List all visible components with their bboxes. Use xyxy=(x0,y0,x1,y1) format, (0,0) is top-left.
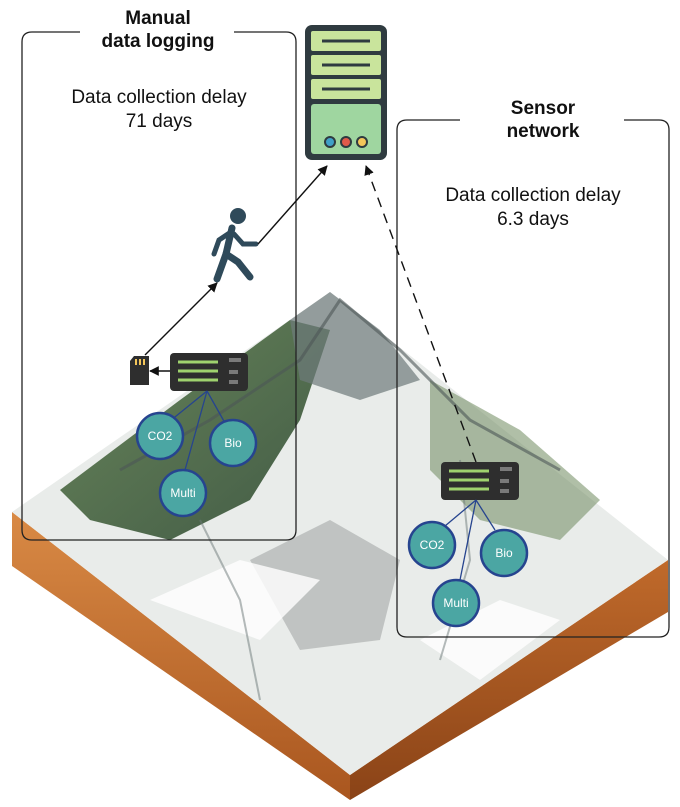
node-label: Bio xyxy=(224,436,242,450)
sensor-title-line2: network xyxy=(506,121,580,142)
manual-delay-text: Data collection delay 71 days xyxy=(22,86,296,134)
server-led-yellow xyxy=(356,136,368,148)
data-logger-right xyxy=(441,462,519,500)
data-logger-left xyxy=(170,353,248,391)
soil-right-face xyxy=(350,560,668,800)
wire-left-multi xyxy=(184,390,208,471)
server-led-red xyxy=(340,136,352,148)
sd-card-icon xyxy=(130,356,149,385)
sensor-node-right-bio: Bio xyxy=(479,528,529,578)
arrow-sensor-to-server xyxy=(364,165,477,463)
node-label: CO2 xyxy=(148,429,173,443)
walking-person-icon xyxy=(211,208,259,283)
sensor-delay-value: 6.3 days xyxy=(497,209,569,230)
wire-right-bio xyxy=(475,499,496,531)
node-label: Multi xyxy=(170,486,195,500)
soil-left-face xyxy=(12,512,350,800)
center-rock xyxy=(250,520,400,650)
node-label: Bio xyxy=(495,546,513,560)
sensor-node-left-co2: CO2 xyxy=(135,411,185,461)
wire-right-co2 xyxy=(444,499,477,527)
gully-1 xyxy=(199,519,261,701)
arrow-person-to-server xyxy=(257,165,328,245)
wire-left-bio xyxy=(206,390,226,424)
node-label: CO2 xyxy=(420,538,445,552)
manual-delay-value: 71 days xyxy=(125,111,193,132)
manual-delay-label: Data collection delay xyxy=(71,87,247,108)
sensor-node-right-multi: Multi xyxy=(431,578,481,628)
server-led-blue xyxy=(324,136,336,148)
sensor-delay-label: Data collection delay xyxy=(445,185,621,206)
sensor-delay-text: Data collection delay 6.3 days xyxy=(397,184,669,232)
snow-streak-1 xyxy=(150,560,320,640)
manual-panel-frame xyxy=(21,31,297,541)
sensor-node-right-co2: CO2 xyxy=(407,520,457,570)
terrain-block xyxy=(12,292,668,800)
sensor-panel-title: Sensor network xyxy=(462,97,624,143)
manual-title-line1: Manual xyxy=(125,8,191,29)
ridge-shadow xyxy=(290,292,420,400)
sensor-panel-frame xyxy=(396,119,670,638)
manual-panel-title: Manual data logging xyxy=(82,7,234,53)
node-label: Multi xyxy=(443,596,468,610)
snow-streak-2 xyxy=(420,600,560,680)
ridge-line xyxy=(119,297,561,472)
server-icon xyxy=(305,25,387,160)
wire-left-co2 xyxy=(169,390,208,422)
sensor-title-line1: Sensor xyxy=(510,98,576,119)
arrow-sd-to-person xyxy=(144,282,218,356)
manual-title-line2: data logging xyxy=(101,31,215,52)
sensor-node-left-bio: Bio xyxy=(208,418,258,468)
sensor-node-left-multi: Multi xyxy=(158,468,208,518)
wire-right-multi xyxy=(459,499,477,581)
